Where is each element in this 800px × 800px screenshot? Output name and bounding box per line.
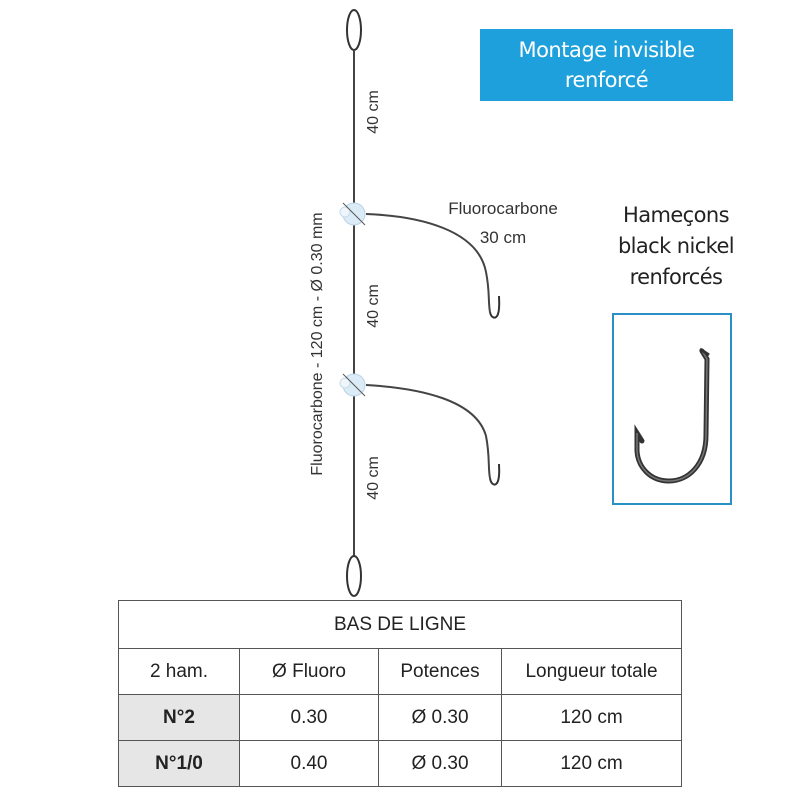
table-row: N°2 0.30 Ø 0.30 120 cm <box>118 694 682 741</box>
table-title: BAS DE LIGNE <box>118 600 682 649</box>
table-header-row: 2 ham. Ø Fluoro Potences Longueur totale <box>118 648 682 695</box>
table-row: N°1/0 0.40 Ø 0.30 120 cm <box>118 740 682 787</box>
bottom-loop <box>346 555 362 597</box>
hook-upper <box>489 295 501 319</box>
header-hooks: 2 ham. <box>118 648 240 695</box>
row-2-model: N°1/0 <box>118 740 240 787</box>
row-1-length: 120 cm <box>501 694 682 741</box>
rig-diagram: Fluorocarbone - 120 cm - Ø 0.30 mm 40 cm… <box>309 9 558 597</box>
hook-image-box <box>612 313 732 505</box>
badge-line-2: renforcé <box>564 68 649 92</box>
swivel-upper <box>339 202 366 226</box>
row-1-model: N°2 <box>118 694 240 741</box>
row-1-potences: Ø 0.30 <box>378 694 502 741</box>
row-1-fluoro: 0.30 <box>239 694 379 741</box>
header-total-length: Longueur totale <box>501 648 682 695</box>
hook-caption-line-3: renforcés <box>629 265 723 289</box>
row-2-potences: Ø 0.30 <box>378 740 502 787</box>
segment-label-1: 40 cm <box>365 90 382 134</box>
segment-label-2: 40 cm <box>365 284 382 328</box>
row-2-fluoro: 0.40 <box>239 740 379 787</box>
hook-caption-line-1: Hameçons <box>623 203 729 227</box>
hook-caption-line-2: black nickel <box>617 234 735 258</box>
branch-line-lower <box>365 384 491 479</box>
branch-label-line-2: 30 cm <box>480 228 526 247</box>
swivel-lower <box>339 373 366 397</box>
badge-line-1: Montage invisible <box>518 38 695 62</box>
hook-lower <box>489 463 501 486</box>
row-2-length: 120 cm <box>501 740 682 787</box>
top-loop <box>346 9 362 51</box>
segment-label-3: 40 cm <box>365 456 382 500</box>
hook-icon <box>634 347 710 484</box>
main-line-label: Fluorocarbone - 120 cm - Ø 0.30 mm <box>309 212 326 475</box>
hook-caption: Hameçons black nickel renforcés <box>596 200 756 293</box>
spec-table: BAS DE LIGNE 2 ham. Ø Fluoro Potences Lo… <box>118 600 682 787</box>
header-potences: Potences <box>378 648 502 695</box>
branch-line-upper <box>365 213 491 313</box>
header-fluoro: Ø Fluoro <box>239 648 379 695</box>
branch-label-line-1: Fluorocarbone <box>448 199 558 218</box>
product-badge: Montage invisible renforcé <box>480 29 733 101</box>
